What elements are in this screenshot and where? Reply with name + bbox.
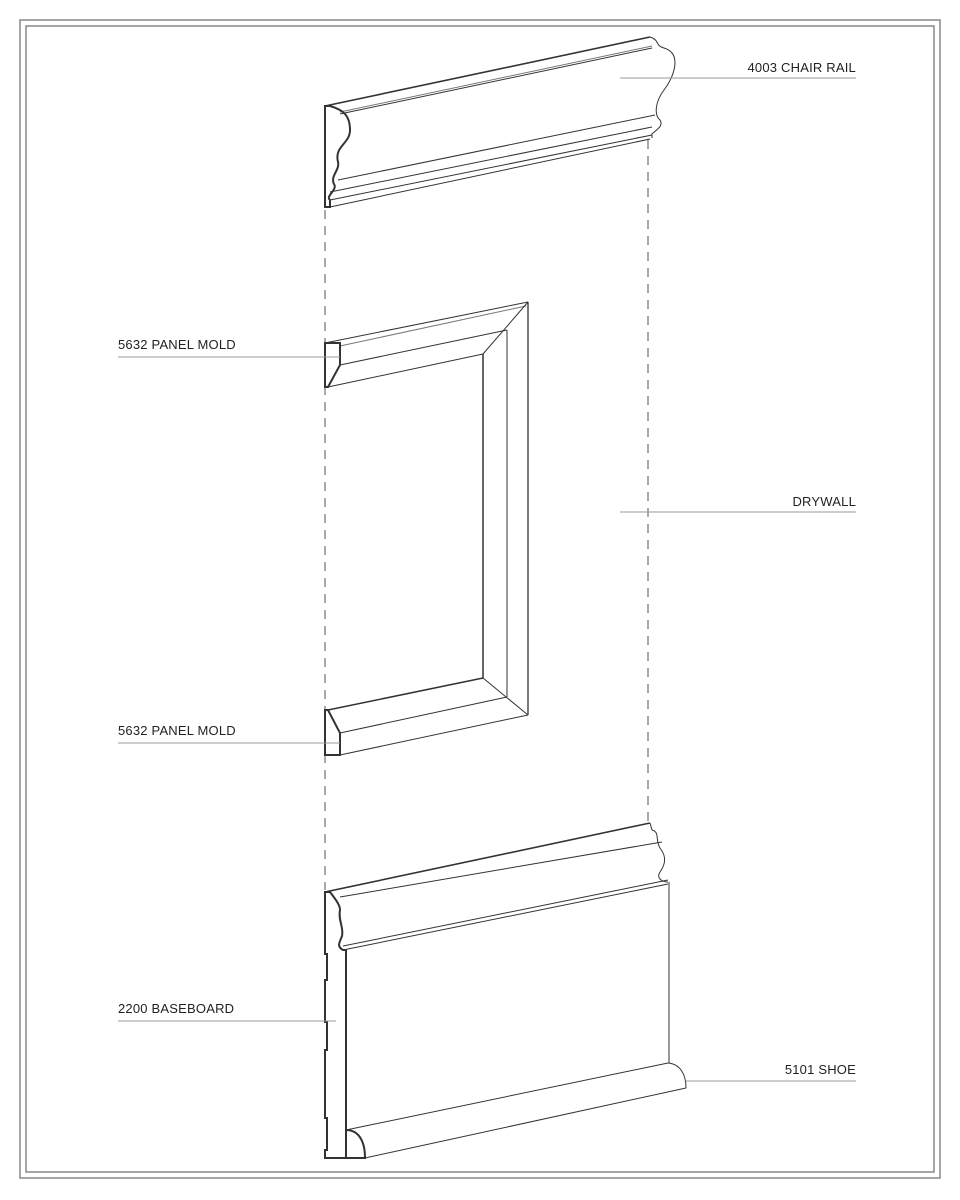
panel-mold-frame: [324, 301, 529, 756]
label-panel-mold-top: 5632 PANEL MOLD: [118, 337, 236, 352]
label-drywall: DRYWALL: [792, 494, 856, 509]
baseboard: [324, 822, 687, 1159]
label-chair-rail: 4003 CHAIR RAIL: [747, 60, 856, 75]
chair-rail: [324, 36, 676, 208]
label-shoe: 5101 SHOE: [784, 1062, 856, 1077]
label-baseboard: 2200 BASEBOARD: [118, 1001, 235, 1016]
label-panel-mold-bottom: 5632 PANEL MOLD: [118, 723, 236, 738]
alignment-dashed-lines: [324, 140, 649, 890]
page-border: [19, 19, 941, 1179]
leader-lines: [118, 77, 856, 1082]
